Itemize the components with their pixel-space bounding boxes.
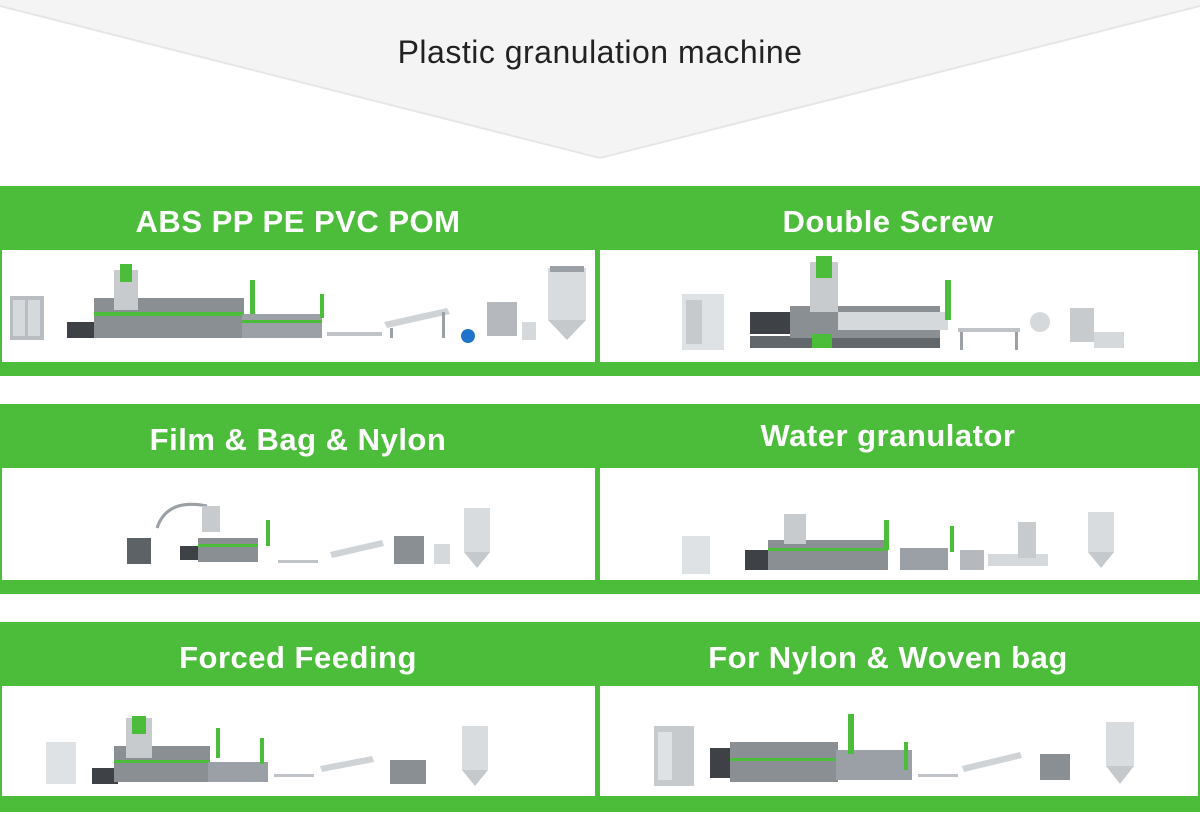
machine-title: ABS PP PE PVC POM	[135, 204, 461, 239]
page-title: Plastic granulation machine	[397, 34, 803, 70]
page-header: Plastic granulation machine	[0, 0, 1200, 170]
film-bag-line-illustration	[127, 502, 490, 568]
machine-image-panel	[2, 468, 595, 580]
water-granulator-line-illustration	[682, 512, 1114, 574]
forced-feeding-line-illustration	[46, 716, 488, 786]
double-screw-line-illustration	[682, 256, 1124, 350]
machine-image-panel	[600, 468, 1198, 580]
machine-image-panel	[600, 250, 1198, 362]
machine-title: Double Screw	[782, 204, 994, 239]
nylon-woven-bag-line-illustration	[654, 714, 1134, 786]
machine-image-panel	[600, 686, 1198, 796]
machine-image-panel	[2, 686, 595, 796]
machine-title: Forced Feeding	[179, 640, 417, 675]
machine-title: Water granulator	[760, 418, 1016, 453]
extrusion-line-illustration	[10, 264, 586, 343]
machine-title: Film & Bag & Nylon	[149, 422, 447, 457]
control-cabinet	[10, 296, 44, 340]
machine-image-panel	[2, 250, 595, 362]
header-chevron-background	[0, 0, 1200, 160]
machine-title: For Nylon & Woven bag	[708, 640, 1068, 675]
